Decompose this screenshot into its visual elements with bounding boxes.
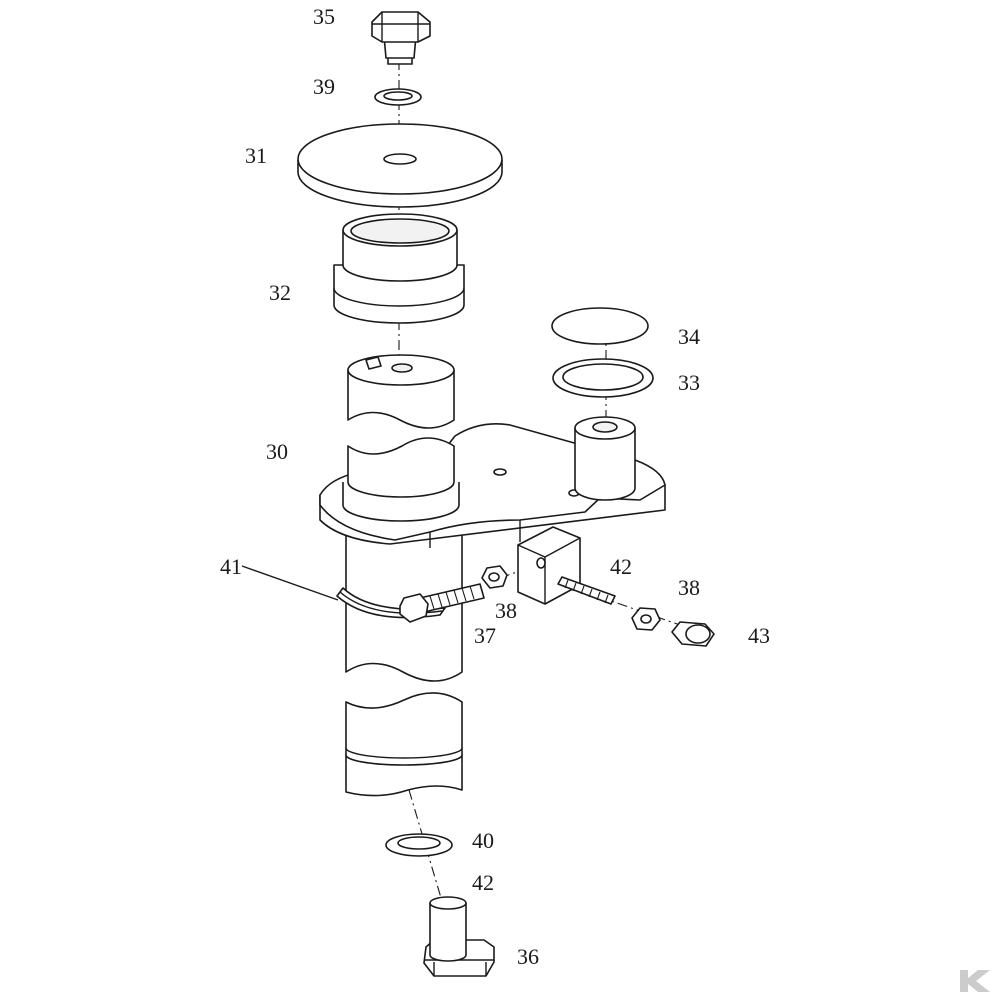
label-37: 37	[474, 623, 496, 648]
upper-shaft	[347, 437, 455, 498]
label-39: 39	[313, 74, 335, 99]
leader-41	[241, 565, 339, 601]
part-42-set-screw	[557, 576, 616, 605]
label-41: 41	[220, 554, 242, 579]
label-32: 32	[269, 280, 291, 305]
part-30-shaft-top	[347, 354, 455, 429]
part-38-nut-right	[631, 607, 661, 631]
bolt-head	[371, 11, 431, 43]
part-33-ring	[552, 358, 654, 398]
part-34-cap	[551, 307, 649, 345]
plate-hole-1	[493, 468, 507, 476]
part-32-bushing	[333, 213, 465, 324]
part-31-disc	[297, 123, 503, 208]
label-42-bottom: 42	[472, 870, 494, 895]
label-38-right: 38	[678, 575, 700, 600]
label-40: 40	[472, 828, 494, 853]
label-36: 36	[517, 944, 539, 969]
label-33: 33	[678, 370, 700, 395]
side-block	[517, 526, 581, 605]
label-42-side: 42	[610, 554, 632, 579]
part-37-screw	[399, 583, 485, 623]
key-slot	[365, 356, 382, 370]
part-36-bolt	[423, 896, 495, 977]
label-43: 43	[748, 623, 770, 648]
part-30-lower-shaft	[345, 692, 463, 797]
part-35-hex-bolt	[371, 11, 431, 65]
part-38-nut-left	[481, 565, 508, 589]
bolt-36-shank	[429, 902, 467, 962]
label-30: 30	[266, 439, 288, 464]
label-31: 31	[245, 143, 267, 168]
label-35: 35	[313, 4, 335, 29]
part-43-cap-nut	[671, 621, 715, 647]
label-34: 34	[678, 324, 700, 349]
upright-pin	[574, 427, 636, 501]
k-logo-icon	[960, 970, 990, 992]
part-39-washer	[374, 88, 422, 106]
label-38-left: 38	[495, 598, 517, 623]
part-40-washer	[385, 833, 453, 857]
